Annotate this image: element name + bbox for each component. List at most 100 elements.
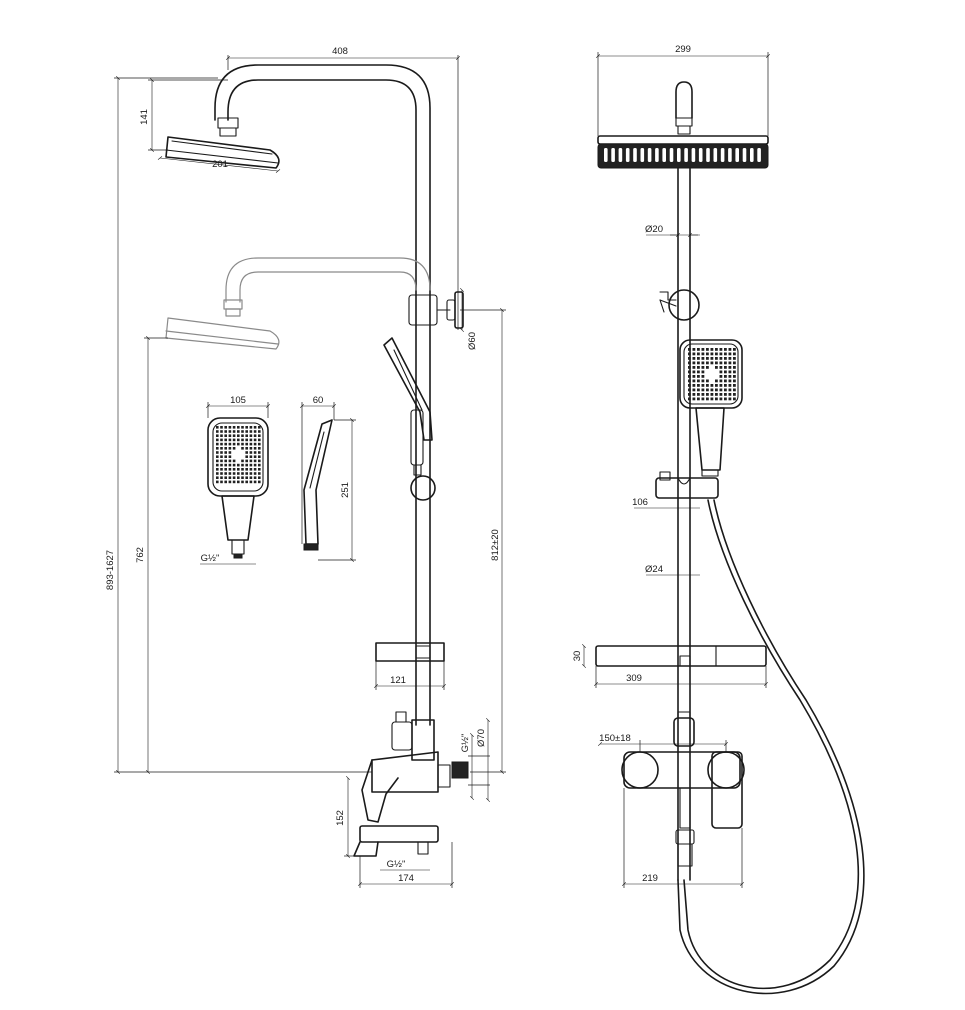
front-wall-bracket [659,289,700,321]
nozzle-dot [253,447,257,450]
nozzle-dot [688,393,691,396]
nozzle-dot [220,459,223,463]
nozzle-dot [253,480,257,484]
nozzle-dot [692,357,696,360]
nozzle-dot [715,352,718,356]
nozzle-dot [224,463,227,467]
dim-mixer-thread: G½" [460,734,471,753]
rain-head-slot [728,148,732,162]
nozzle-dot [232,459,236,463]
dim-spout-length: 174 [398,873,414,884]
nozzle-dot [715,357,718,360]
rain-head-slot [677,148,681,162]
nozzle-dot [697,388,700,392]
nozzle-dot [232,463,236,467]
nozzle-dot [249,459,253,463]
hand-shower-profile-detail [303,419,333,551]
nozzle-dot [701,379,705,383]
nozzle-dot [706,384,709,387]
nozzle-dot [216,426,219,429]
nozzle-dot [241,447,244,450]
dim-hand-thread: G½" [201,553,220,564]
nozzle-dot [719,352,723,356]
dim-hand-length: 251 [340,482,351,498]
nozzle-dot [249,426,253,429]
dim-hand-width: 105 [230,395,246,406]
nozzle-dot [697,397,700,401]
nozzle-dot [692,375,696,378]
nozzle-dot [258,426,261,429]
nozzle-dot [249,447,253,450]
nozzle-dot [241,438,244,442]
nozzle-dot [253,476,257,479]
nozzle-dot [258,434,261,437]
rain-head-slot [713,148,718,162]
nozzle-dot [697,366,700,369]
nozzle-dot [728,384,732,387]
rain-head-slot [691,148,696,162]
nozzle-dot [237,468,240,471]
nozzle-dot [245,451,248,454]
nozzle-dot [241,468,244,471]
nozzle-dot [719,366,723,369]
nozzle-dot [688,366,691,369]
nozzle-dot [715,388,718,392]
nozzle-dot [216,463,219,467]
nozzle-dot [228,459,232,463]
nozzle-dot [733,393,736,396]
rain-head-slot [757,148,761,162]
dim-arm-width: 408 [332,46,348,57]
nozzle-dot [249,480,253,484]
nozzle-dot [249,438,253,442]
nozzle-dot [232,468,236,471]
nozzle-dot [706,393,709,396]
nozzle-dot [245,476,248,479]
rain-head-slot [633,148,637,162]
nozzle-dot [228,468,232,471]
nozzle-dot [706,366,709,369]
nozzle-dot [216,476,219,479]
nozzle-dot [710,361,714,365]
nozzle-dot [728,379,732,383]
nozzle-dot [253,459,257,463]
nozzle-dot [733,375,736,378]
nozzle-dot [692,384,696,387]
nozzle-dot [241,476,244,479]
nozzle-dot [728,388,732,392]
nozzle-dot [719,384,723,387]
nozzle-dot [216,472,219,475]
nozzle-dot [688,370,691,374]
dim-bar-height: 812±20 [490,529,501,561]
nozzle-dot [724,384,727,387]
nozzle-dot [688,379,691,383]
front-pipe [677,167,691,881]
nozzle-grid-front [688,348,736,401]
nozzle-dot [237,476,240,479]
nozzle-dot [224,451,227,454]
nozzle-dot [733,357,736,360]
hand-shower-side [383,337,436,501]
nozzle-dot [232,480,236,484]
dim-slider-offset: 106 [632,497,648,508]
nozzle-dot [258,438,261,442]
slider-front [655,471,719,499]
dim-hand-depth: 60 [313,395,324,406]
nozzle-dot [688,361,691,365]
nozzle-dot [253,434,257,437]
nozzle-dot [253,442,257,446]
nozzle-dot [245,442,248,446]
nozzle-dot [692,393,696,396]
nozzle-dot [719,375,723,378]
nozzle-dot [258,472,261,475]
diverter-front [673,711,695,747]
shower-arm-lower-ghost [225,257,431,303]
rain-head-front [597,135,769,169]
nozzle-dot [228,455,232,458]
nozzle-dot [224,459,227,463]
nozzle-dot [220,447,223,450]
nozzle-dot [719,388,723,392]
nozzle-dot [719,379,723,383]
nozzle-dot [724,348,727,351]
dimension-lines-left [114,55,506,888]
hand-shower-front [679,339,743,477]
